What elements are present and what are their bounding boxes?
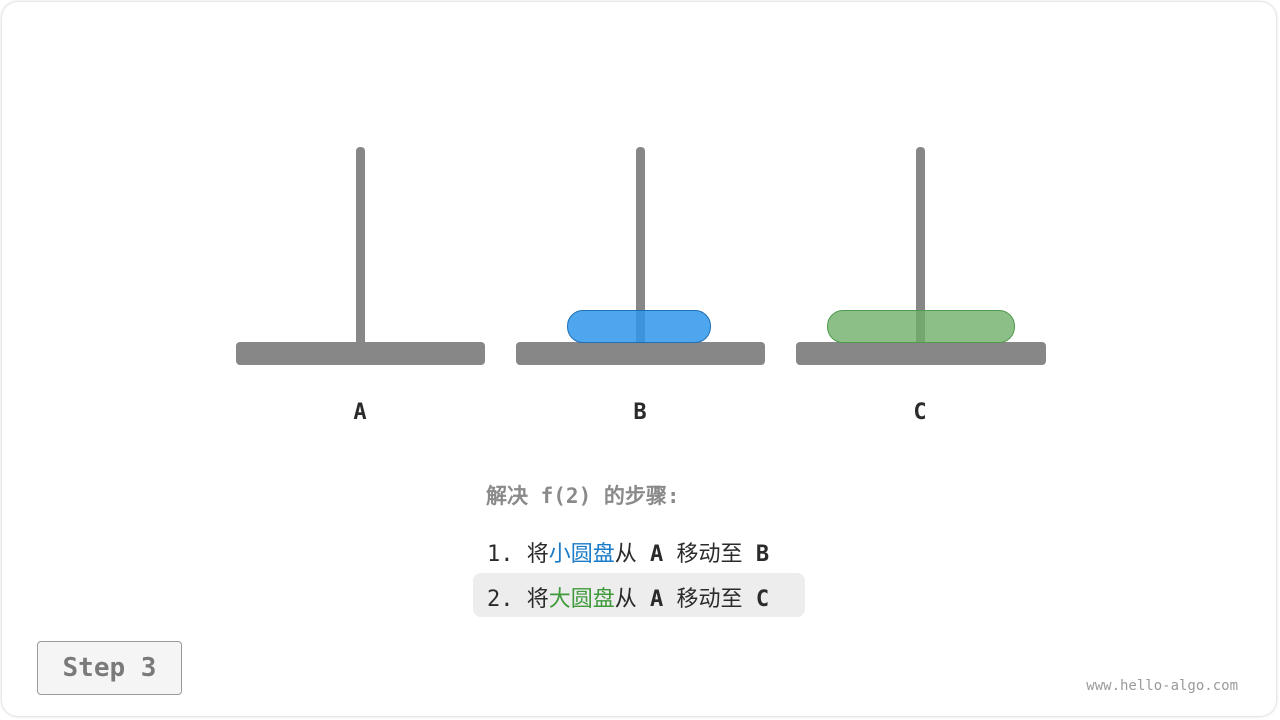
peg-c-base xyxy=(796,342,1046,365)
peg-a-rod xyxy=(356,147,365,345)
step-button[interactable]: Step 3 xyxy=(37,641,182,695)
large-disk xyxy=(827,310,1015,343)
peg-c-label: C xyxy=(913,400,927,425)
peg-c-rod xyxy=(916,147,925,345)
step-2-from-word: 从 xyxy=(614,587,637,612)
step-2-from: A xyxy=(650,587,664,612)
peg-a-label: A xyxy=(353,400,367,425)
small-disk xyxy=(567,310,711,343)
step-1-to: B xyxy=(755,542,770,567)
step-1-object: 小圆盘 xyxy=(548,542,615,567)
peg-b-base xyxy=(516,342,765,365)
peg-b-rod xyxy=(636,147,645,345)
peg-b-label: B xyxy=(633,400,647,425)
step-2-move: 移动至 xyxy=(676,587,743,612)
step-2-num: 2. xyxy=(487,587,514,612)
step-1-move: 移动至 xyxy=(676,542,743,567)
step-2: 2. 将大圆盘从 A 移动至 C xyxy=(487,581,769,613)
step-1-from-word: 从 xyxy=(614,542,637,567)
step-1-from: A xyxy=(650,542,664,567)
step-1-verb: 将 xyxy=(526,542,549,567)
steps-title: 解决 f(2) 的步骤: xyxy=(486,484,680,508)
step-2-to: C xyxy=(755,587,770,612)
step-1-num: 1. xyxy=(487,542,514,567)
peg-a-base xyxy=(236,342,485,365)
watermark: www.hello-algo.com xyxy=(1086,678,1238,694)
step-1: 1. 将小圆盘从 A 移动至 B xyxy=(487,536,769,568)
step-2-verb: 将 xyxy=(526,587,549,612)
step-2-highlight xyxy=(473,573,805,617)
step-2-object: 大圆盘 xyxy=(548,587,615,612)
